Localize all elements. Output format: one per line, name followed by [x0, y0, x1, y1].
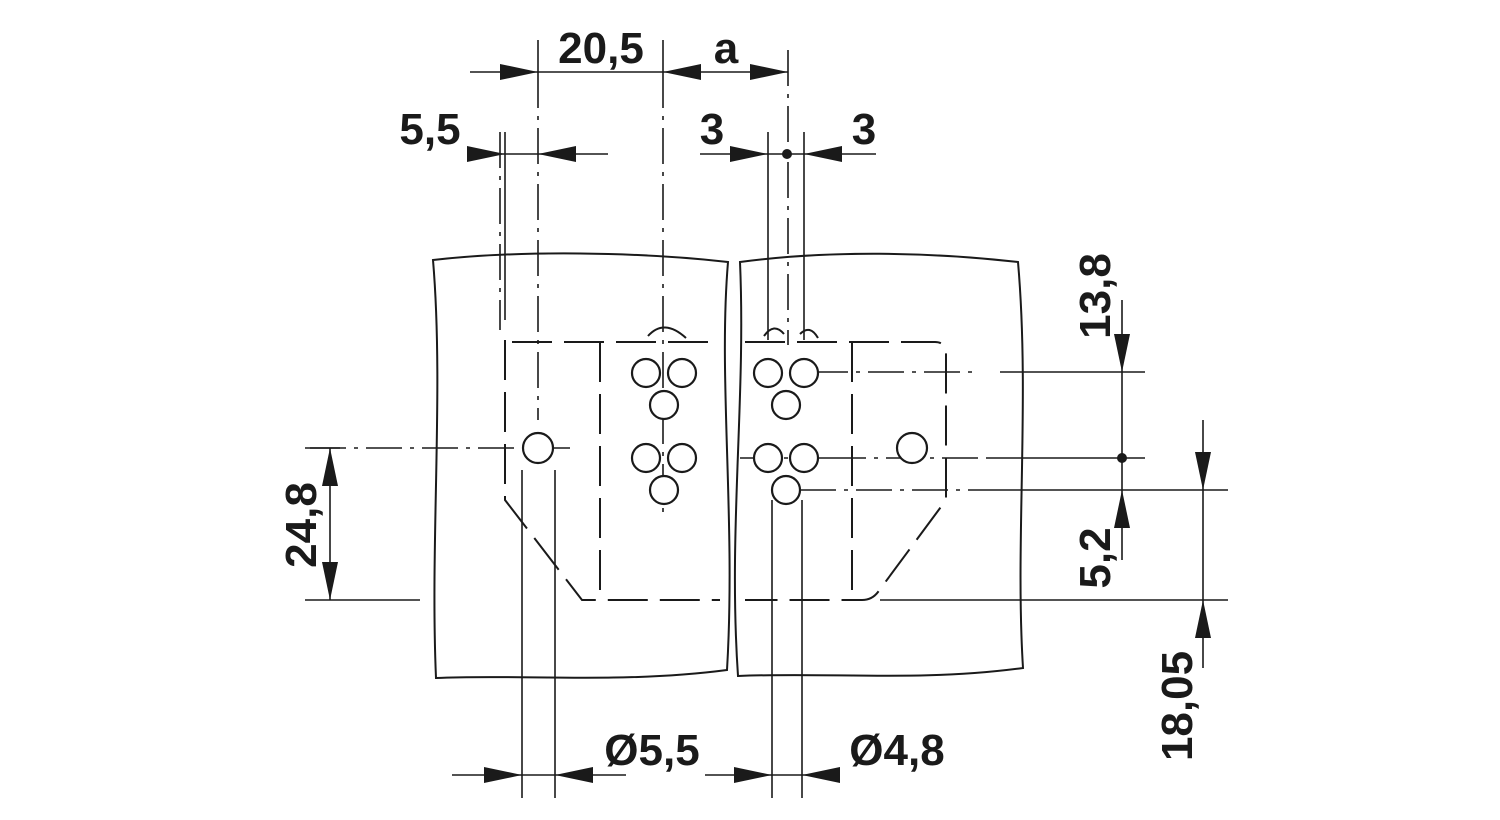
label-5-5: 5,5 — [399, 105, 460, 154]
label-20-5: 20,5 — [558, 24, 644, 73]
footprint-left-outer — [504, 340, 720, 601]
label-24-8: 24,8 — [277, 482, 326, 568]
mounting-hole-left — [521, 431, 555, 465]
label-5-2: 5,2 — [1071, 527, 1120, 588]
label-dia-4-8: Ø4,8 — [849, 726, 944, 775]
dimension-labels: 20,5 a 5,5 3 3 13,8 5,2 18,05 24,8 Ø5,5 … — [277, 24, 1202, 775]
footprint-left-arc — [647, 326, 687, 339]
footprint-outlines — [504, 326, 947, 601]
label-3-left: 3 — [700, 105, 724, 154]
footprint-right-outer — [745, 341, 947, 601]
label-13-8: 13,8 — [1071, 253, 1120, 339]
label-3-right: 3 — [852, 105, 876, 154]
board-outlines — [431, 252, 1025, 680]
label-a: a — [714, 24, 739, 73]
label-18-05: 18,05 — [1153, 651, 1202, 761]
mounting-hole-right — [895, 431, 929, 465]
board-left — [431, 252, 731, 680]
footprint-right-arc — [763, 327, 819, 339]
board-right — [733, 252, 1025, 678]
drill-holes — [521, 357, 929, 506]
label-dia-5-5: Ø5,5 — [604, 726, 699, 775]
dimension-arrows — [322, 64, 1211, 783]
